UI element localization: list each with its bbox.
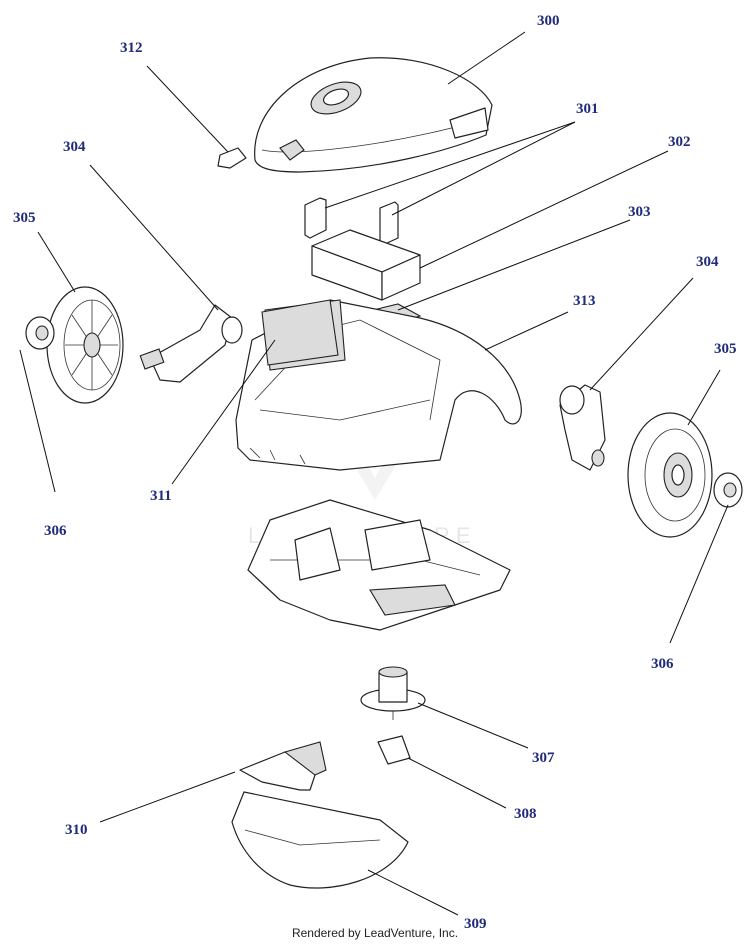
callout-305-left: 305 [13, 210, 36, 226]
callout-305-right: 305 [714, 341, 737, 357]
callout-304-right: 304 [696, 254, 719, 270]
callout-311: 311 [150, 488, 172, 504]
part-302-battery [311, 229, 421, 301]
part-306-right-hub [713, 472, 743, 508]
callout-303: 303 [628, 204, 651, 220]
part-308-bracket [377, 735, 411, 765]
part-301-brackets [304, 197, 399, 245]
leader-lines [19, 31, 729, 916]
callout-308: 308 [514, 806, 537, 822]
part-311-control-board [261, 299, 339, 366]
part-305-left-wheel [46, 286, 124, 404]
part-300-top-cover [254, 57, 493, 173]
callout-301: 301 [576, 101, 599, 117]
callout-302: 302 [668, 134, 691, 150]
callout-312: 312 [120, 40, 143, 56]
part-310-handle [239, 741, 327, 791]
callout-307: 307 [532, 750, 555, 766]
footer-credit: Rendered by LeadVenture, Inc. [291, 926, 459, 940]
part-309-lower-cover [231, 791, 409, 889]
callout-310: 310 [65, 822, 88, 838]
part-307-blade-motor [360, 666, 426, 720]
part-305-right-wheel [627, 412, 713, 538]
part-306-left-hub [25, 316, 55, 350]
callout-306-left: 306 [44, 523, 67, 539]
callout-304-left: 304 [63, 139, 86, 155]
part-lower-deck-frame [247, 499, 511, 631]
callout-313: 313 [573, 293, 596, 309]
part-312-clip [217, 147, 247, 169]
part-304-right-gear-motor [559, 384, 606, 471]
callout-306-right: 306 [651, 656, 674, 672]
callout-309: 309 [464, 916, 487, 932]
callout-300: 300 [537, 13, 560, 29]
part-304-left-gear-motor [139, 304, 243, 383]
